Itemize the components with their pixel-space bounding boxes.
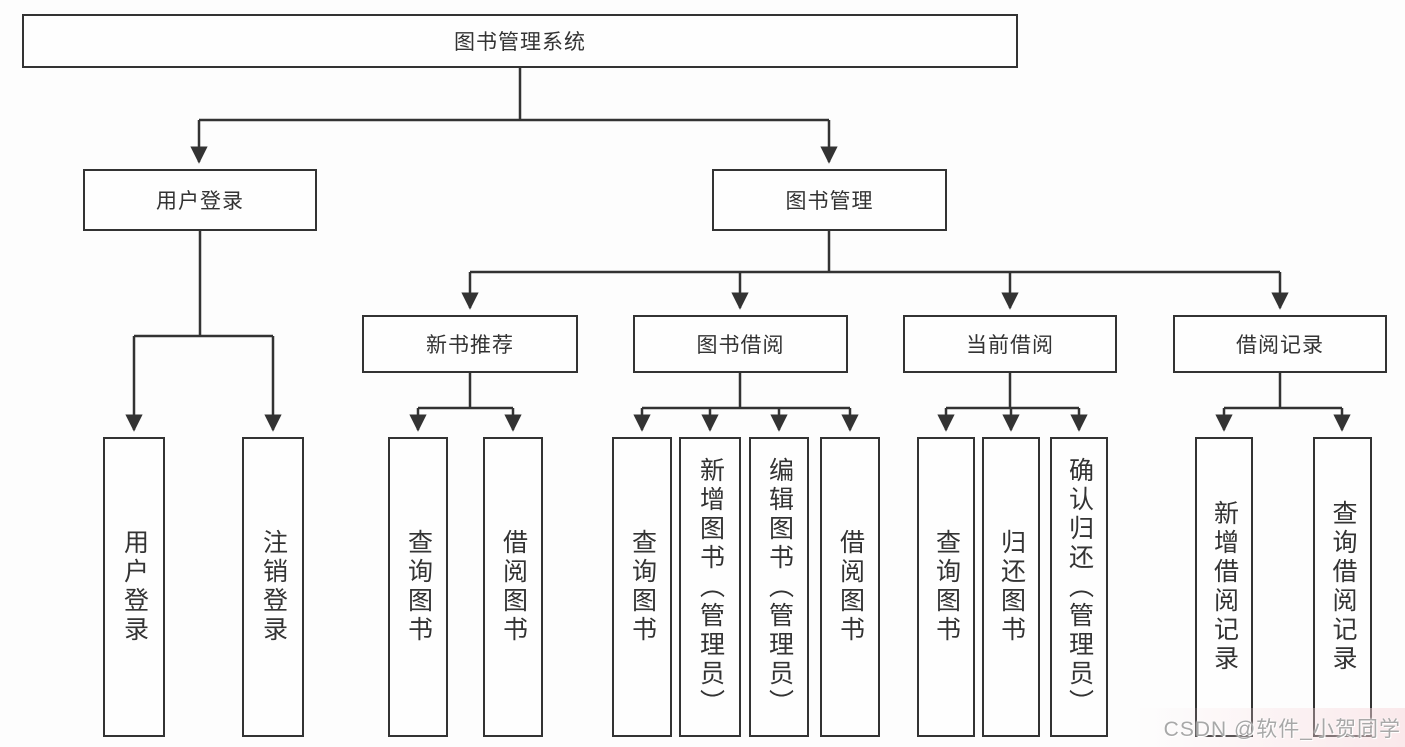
edge-root-trunk <box>199 68 829 122</box>
node-current-borrow-label: 当前借阅 <box>966 334 1054 357</box>
node-borrow-records-label: 借阅记录 <box>1236 334 1324 357</box>
edge-records-trunk <box>1224 373 1342 410</box>
leaf-query-borrow-record: 查询借阅记录 <box>1313 437 1372 737</box>
node-book-borrow: 图书借阅 <box>633 315 848 373</box>
node-user-login-group-label: 用户登录 <box>156 190 244 213</box>
leaf-return-books-label: 归还图书 <box>997 529 1026 645</box>
node-root-label: 图书管理系统 <box>454 31 586 54</box>
node-new-book-recommend: 新书推荐 <box>362 315 578 373</box>
node-book-borrow-label: 图书借阅 <box>696 334 785 357</box>
leaf-query-borrow-record-label: 查询借阅记录 <box>1329 500 1357 674</box>
node-book-management-label: 图书管理 <box>785 190 874 213</box>
edge-currentborrow-trunk <box>946 373 1079 410</box>
node-root-system: 图书管理系统 <box>22 14 1018 68</box>
leaf-edit-books-admin: 编辑图书（管理员） <box>749 437 809 737</box>
leaf-newbook-query-books: 查询图书 <box>388 437 448 737</box>
leaf-add-books-admin-label: 新增图书（管理员） <box>696 456 725 718</box>
edge-newbook-trunk <box>418 373 513 410</box>
leaf-add-borrow-record: 新增借阅记录 <box>1195 437 1253 737</box>
node-new-book-recommend-label: 新书推荐 <box>426 334 514 357</box>
leaf-logout-label: 注销登录 <box>259 529 288 645</box>
leaf-user-login-label: 用户登录 <box>120 529 149 645</box>
leaf-borrow-books: 借阅图书 <box>820 437 880 737</box>
edge-bookborrow-trunk <box>642 373 850 410</box>
leaf-borrow-books-label: 借阅图书 <box>836 529 865 645</box>
leaf-borrow-query-books-label: 查询图书 <box>628 529 657 645</box>
node-user-login-group: 用户登录 <box>83 169 317 231</box>
leaf-add-borrow-record-label: 新增借阅记录 <box>1210 500 1239 674</box>
watermark-text: CSDN @软件_小贺同学 <box>1163 718 1401 741</box>
leaf-add-books-admin: 新增图书（管理员） <box>679 437 741 737</box>
edge-bookmgmt-trunk <box>470 231 1280 274</box>
leaf-return-books: 归还图书 <box>982 437 1040 737</box>
leaf-confirm-return-admin-label: 确认归还（管理员） <box>1065 456 1094 718</box>
leaf-user-login: 用户登录 <box>103 437 165 737</box>
leaf-current-query-books: 查询图书 <box>917 437 975 737</box>
node-current-borrow: 当前借阅 <box>903 315 1117 373</box>
leaf-newbook-query-books-label: 查询图书 <box>404 529 433 645</box>
leaf-current-query-books-label: 查询图书 <box>932 529 961 645</box>
leaf-confirm-return-admin: 确认归还（管理员） <box>1050 437 1108 737</box>
node-book-management: 图书管理 <box>712 169 947 231</box>
leaf-newbook-borrow-books-label: 借阅图书 <box>499 529 528 645</box>
edge-userlogin-trunk <box>134 231 273 338</box>
leaf-borrow-query-books: 查询图书 <box>612 437 672 737</box>
leaf-newbook-borrow-books: 借阅图书 <box>483 437 543 737</box>
watermark: CSDN @软件_小贺同学 <box>1164 713 1401 743</box>
node-borrow-records: 借阅记录 <box>1173 315 1387 373</box>
leaf-logout: 注销登录 <box>242 437 304 737</box>
leaf-edit-books-admin-label: 编辑图书（管理员） <box>765 456 794 718</box>
